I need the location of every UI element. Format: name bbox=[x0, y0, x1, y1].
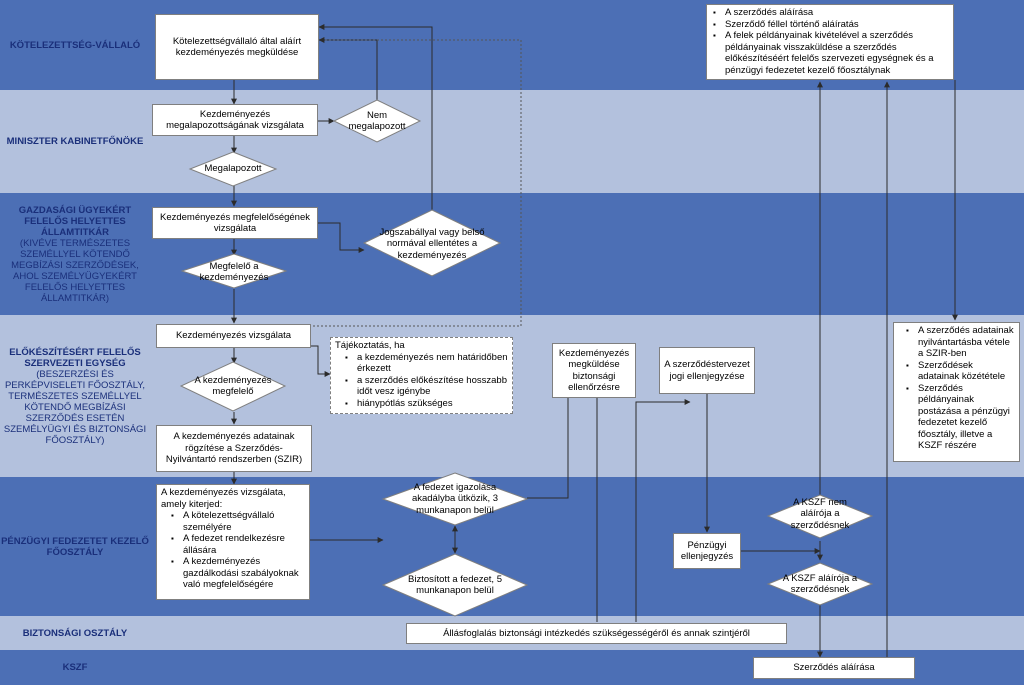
list-item: hiánypótlás szükséges bbox=[345, 398, 508, 410]
penzugyi-vizsgalat-title: A kezdeményezés vizsgálata, amely kiterj… bbox=[161, 487, 286, 510]
list-item: a szerződés előkészítése hosszabb időt v… bbox=[345, 375, 508, 398]
lane-title: PÉNZÜGYI FEDEZETET KEZELŐ FŐOSZTÁLY bbox=[1, 535, 149, 558]
list-item: A fedezet rendelkezésre állására bbox=[171, 533, 305, 556]
diamond-jogszabaly bbox=[362, 209, 502, 277]
diamond-kszf-nem bbox=[766, 494, 874, 539]
diamond-fedezet-akadaly bbox=[381, 472, 529, 526]
lane-title: MINISZTER KABINETFŐNÖKE bbox=[6, 136, 144, 147]
dotted-vizsgalat-link bbox=[311, 316, 522, 327]
diamond-megalapozott bbox=[188, 151, 278, 187]
arrow-to-jogszabaly bbox=[318, 222, 365, 253]
diamond-biztositott bbox=[381, 553, 529, 617]
box-penzugyi-ellenjegyzes: Pénzügyi ellenjegyzés bbox=[673, 533, 741, 569]
diamond-nem-megalapozott bbox=[332, 99, 422, 143]
diamond-megfelelo bbox=[180, 253, 288, 289]
lane-label: GAZDASÁGI ÜGYEKÉRT FELELŐS HELYETTES ÁLL… bbox=[0, 193, 150, 315]
list-item: Szerződések adatainak közététele bbox=[906, 360, 1015, 383]
box-penzugyi-vizsgalat: A kezdeményezés vizsgálata, amely kiterj… bbox=[156, 484, 310, 600]
list-item: A szerződés adatainak nyilvántartásba vé… bbox=[906, 325, 1015, 360]
box-kszf-szerzodes-alairasa: Szerződés aláírása bbox=[753, 657, 915, 679]
box-szerzodes-alairasa: A szerződés aláírása Szerződő féllel tör… bbox=[706, 4, 954, 80]
alairas-list: A szerződés aláírása Szerződő féllel tör… bbox=[711, 7, 949, 76]
lane-label: MINISZTER KABINETFŐNÖKE bbox=[0, 90, 150, 193]
box-biztonsagi-ellenorzes: Kezdeményezés megküldése biztonsági elle… bbox=[552, 343, 636, 398]
box-nyilvantartas: A szerződés adatainak nyilvántartásba vé… bbox=[893, 322, 1020, 462]
lane-title: KSZF bbox=[62, 662, 88, 673]
lane-title: BIZTONSÁGI OSZTÁLY bbox=[22, 627, 128, 639]
lane-subtitle: (KIVÉVE TERMÉSZETES SZEMÉLLYEL KÖTENDŐ M… bbox=[11, 237, 139, 304]
arrow-allasfoglalas-to-jogi bbox=[635, 399, 691, 622]
box-jogi-ellenjegyzes: A szerződéstervezet jogi ellenjegyzése bbox=[659, 347, 755, 394]
box-tajekoztatas: Tájékoztatás, ha a kezdeményezés nem hat… bbox=[330, 337, 513, 414]
list-item: Szerződés példányainak postázása a pénzü… bbox=[906, 383, 1015, 452]
lane-label: KÖTELEZETTSÉG-VÁLLALÓ bbox=[0, 0, 150, 90]
list-item: a kezdeményezés nem határidőben érkezett bbox=[345, 352, 508, 375]
arrow-to-tajekoztatas bbox=[311, 345, 331, 377]
list-item: A felek példányainak kivételével a szerz… bbox=[713, 30, 949, 76]
penzugyi-vizsgalat-list: A kötelezettségvállaló személyére A fede… bbox=[161, 510, 305, 591]
lane-subtitle: (BESZERZÉSI ÉS PERKÉPVISELETI FŐOSZTÁLY,… bbox=[3, 368, 147, 446]
tajekoztatas-list: a kezdeményezés nem határidőben érkezett… bbox=[335, 352, 508, 410]
box-allasfoglalas: Állásfoglalás biztonsági intézkedés szük… bbox=[406, 623, 787, 644]
lane-title: ELŐKÉSZÍTÉSÉRT FELELŐS SZERVEZETI EGYSÉG bbox=[9, 346, 141, 369]
list-item: A kezdeményezés gazdálkodási szabályokna… bbox=[171, 556, 305, 591]
lane-label: PÉNZÜGYI FEDEZETET KEZELŐ FŐOSZTÁLY bbox=[0, 477, 150, 616]
box-kotelezettseg-megkuldes: Kötelezettségvállaló által aláírt kezdem… bbox=[155, 14, 319, 80]
list-item: A kötelezettségvállaló személyére bbox=[171, 510, 305, 533]
arrow-jogszabaly-back bbox=[318, 24, 433, 210]
arrow-nem-megalapozott-back bbox=[319, 39, 378, 101]
diamond-a-kezd-megfelelo bbox=[179, 361, 287, 412]
box-megalapozottsag-vizsgalat: Kezdeményezés megalapozottságának vizsgá… bbox=[152, 104, 318, 136]
nyilvantartas-list: A szerződés adatainak nyilvántartásba vé… bbox=[898, 325, 1015, 452]
list-item: Szerződő féllel történő aláíratás bbox=[713, 19, 949, 31]
list-item: A szerződés aláírása bbox=[713, 7, 949, 19]
lane-title: GAZDASÁGI ÜGYEKÉRT FELELŐS HELYETTES ÁLL… bbox=[18, 204, 132, 238]
tajekoztatas-title: Tájékoztatás, ha bbox=[335, 340, 405, 351]
dotted-tajekoztatas-back bbox=[318, 37, 522, 326]
lane-label: KSZF bbox=[0, 650, 150, 685]
arrow-akadaly-to-biztonsagi bbox=[527, 381, 571, 499]
box-szir-rogzites: A kezdeményezés adatainak rögzítése a Sz… bbox=[156, 425, 312, 472]
lane-label: BIZTONSÁGI OSZTÁLY bbox=[0, 616, 150, 650]
lane-label: ELŐKÉSZÍTÉSÉRT FELELŐS SZERVEZETI EGYSÉG… bbox=[0, 315, 150, 477]
diamond-kszf-igen bbox=[766, 562, 874, 606]
lane-title: KÖTELEZETTSÉG-VÁLLALÓ bbox=[9, 39, 141, 51]
box-kezdemenyezes-vizsgalata: Kezdeményezés vizsgálata bbox=[156, 324, 311, 348]
box-megfeleloseg-vizsgalat: Kezdeményezés megfelelőségének vizsgálat… bbox=[152, 207, 318, 239]
